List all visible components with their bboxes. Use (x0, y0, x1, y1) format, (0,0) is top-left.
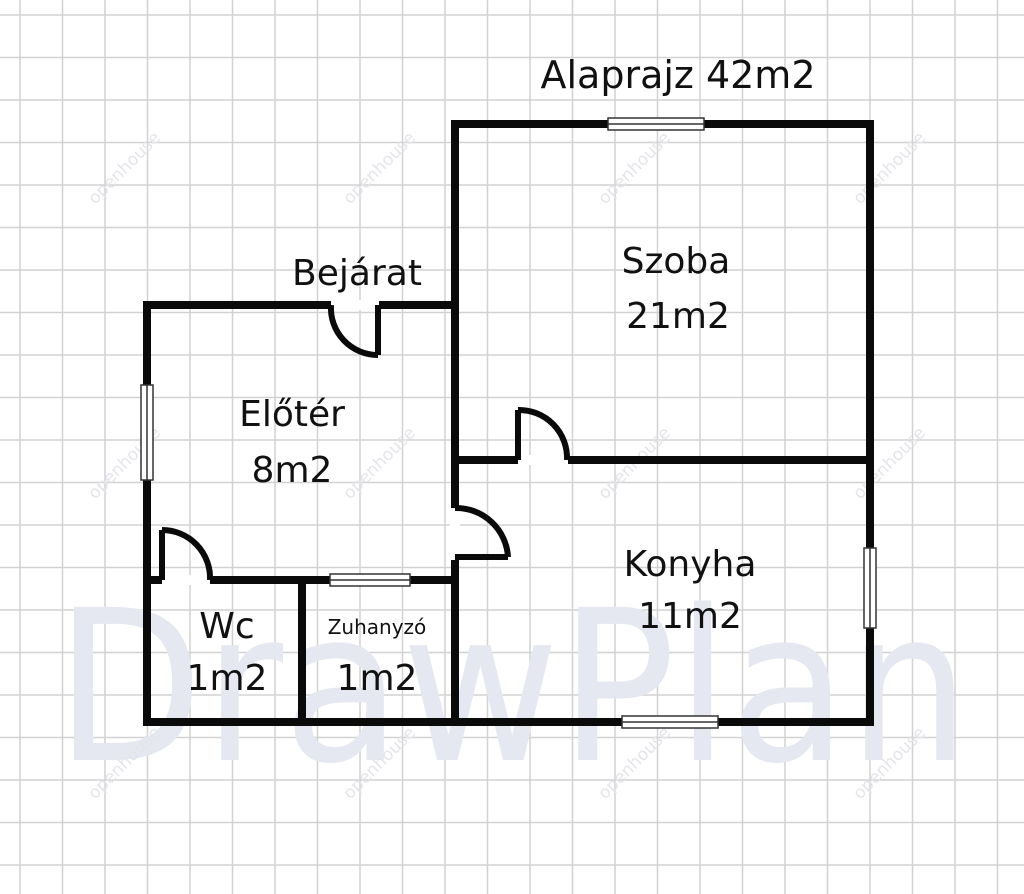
plan-title: Alaprajz 42m2 (541, 53, 816, 97)
room-name-eloter: Előtér (239, 394, 345, 435)
doors (159, 300, 571, 585)
window-konyha-south (621, 715, 719, 729)
site-watermark: openhouse (594, 128, 674, 208)
site-watermark: openhouse (849, 128, 929, 208)
door-konyha (450, 504, 511, 560)
window-szoba-top (607, 117, 705, 131)
door-wc (159, 526, 214, 585)
drawplan-watermark: DrawPlan (55, 565, 970, 810)
door-entrance (327, 300, 381, 359)
room-area-konyha: 11m2 (638, 596, 742, 637)
window-eloter-west (140, 384, 154, 481)
windows (140, 117, 877, 729)
room-name-zuhanyzo: Zuhanyzó (328, 615, 427, 639)
site-watermark: openhouse (339, 423, 419, 503)
entrance-label: Bejárat (292, 253, 422, 294)
site-watermark: openhouse (84, 128, 164, 208)
site-watermark: openhouse (339, 128, 419, 208)
room-area-eloter: 8m2 (252, 450, 333, 491)
window-zuhanyzo-top (329, 573, 411, 587)
room-name-szoba: Szoba (622, 241, 731, 282)
room-area-wc: 1m2 (187, 658, 268, 699)
window-konyha-east (863, 547, 877, 629)
walls (143, 120, 874, 726)
room-name-konyha: Konyha (624, 544, 757, 585)
room-area-zuhanyzo: 1m2 (337, 658, 418, 699)
room-name-wc: Wc (199, 606, 254, 647)
door-szoba (515, 406, 571, 465)
room-area-szoba: 21m2 (626, 296, 730, 337)
